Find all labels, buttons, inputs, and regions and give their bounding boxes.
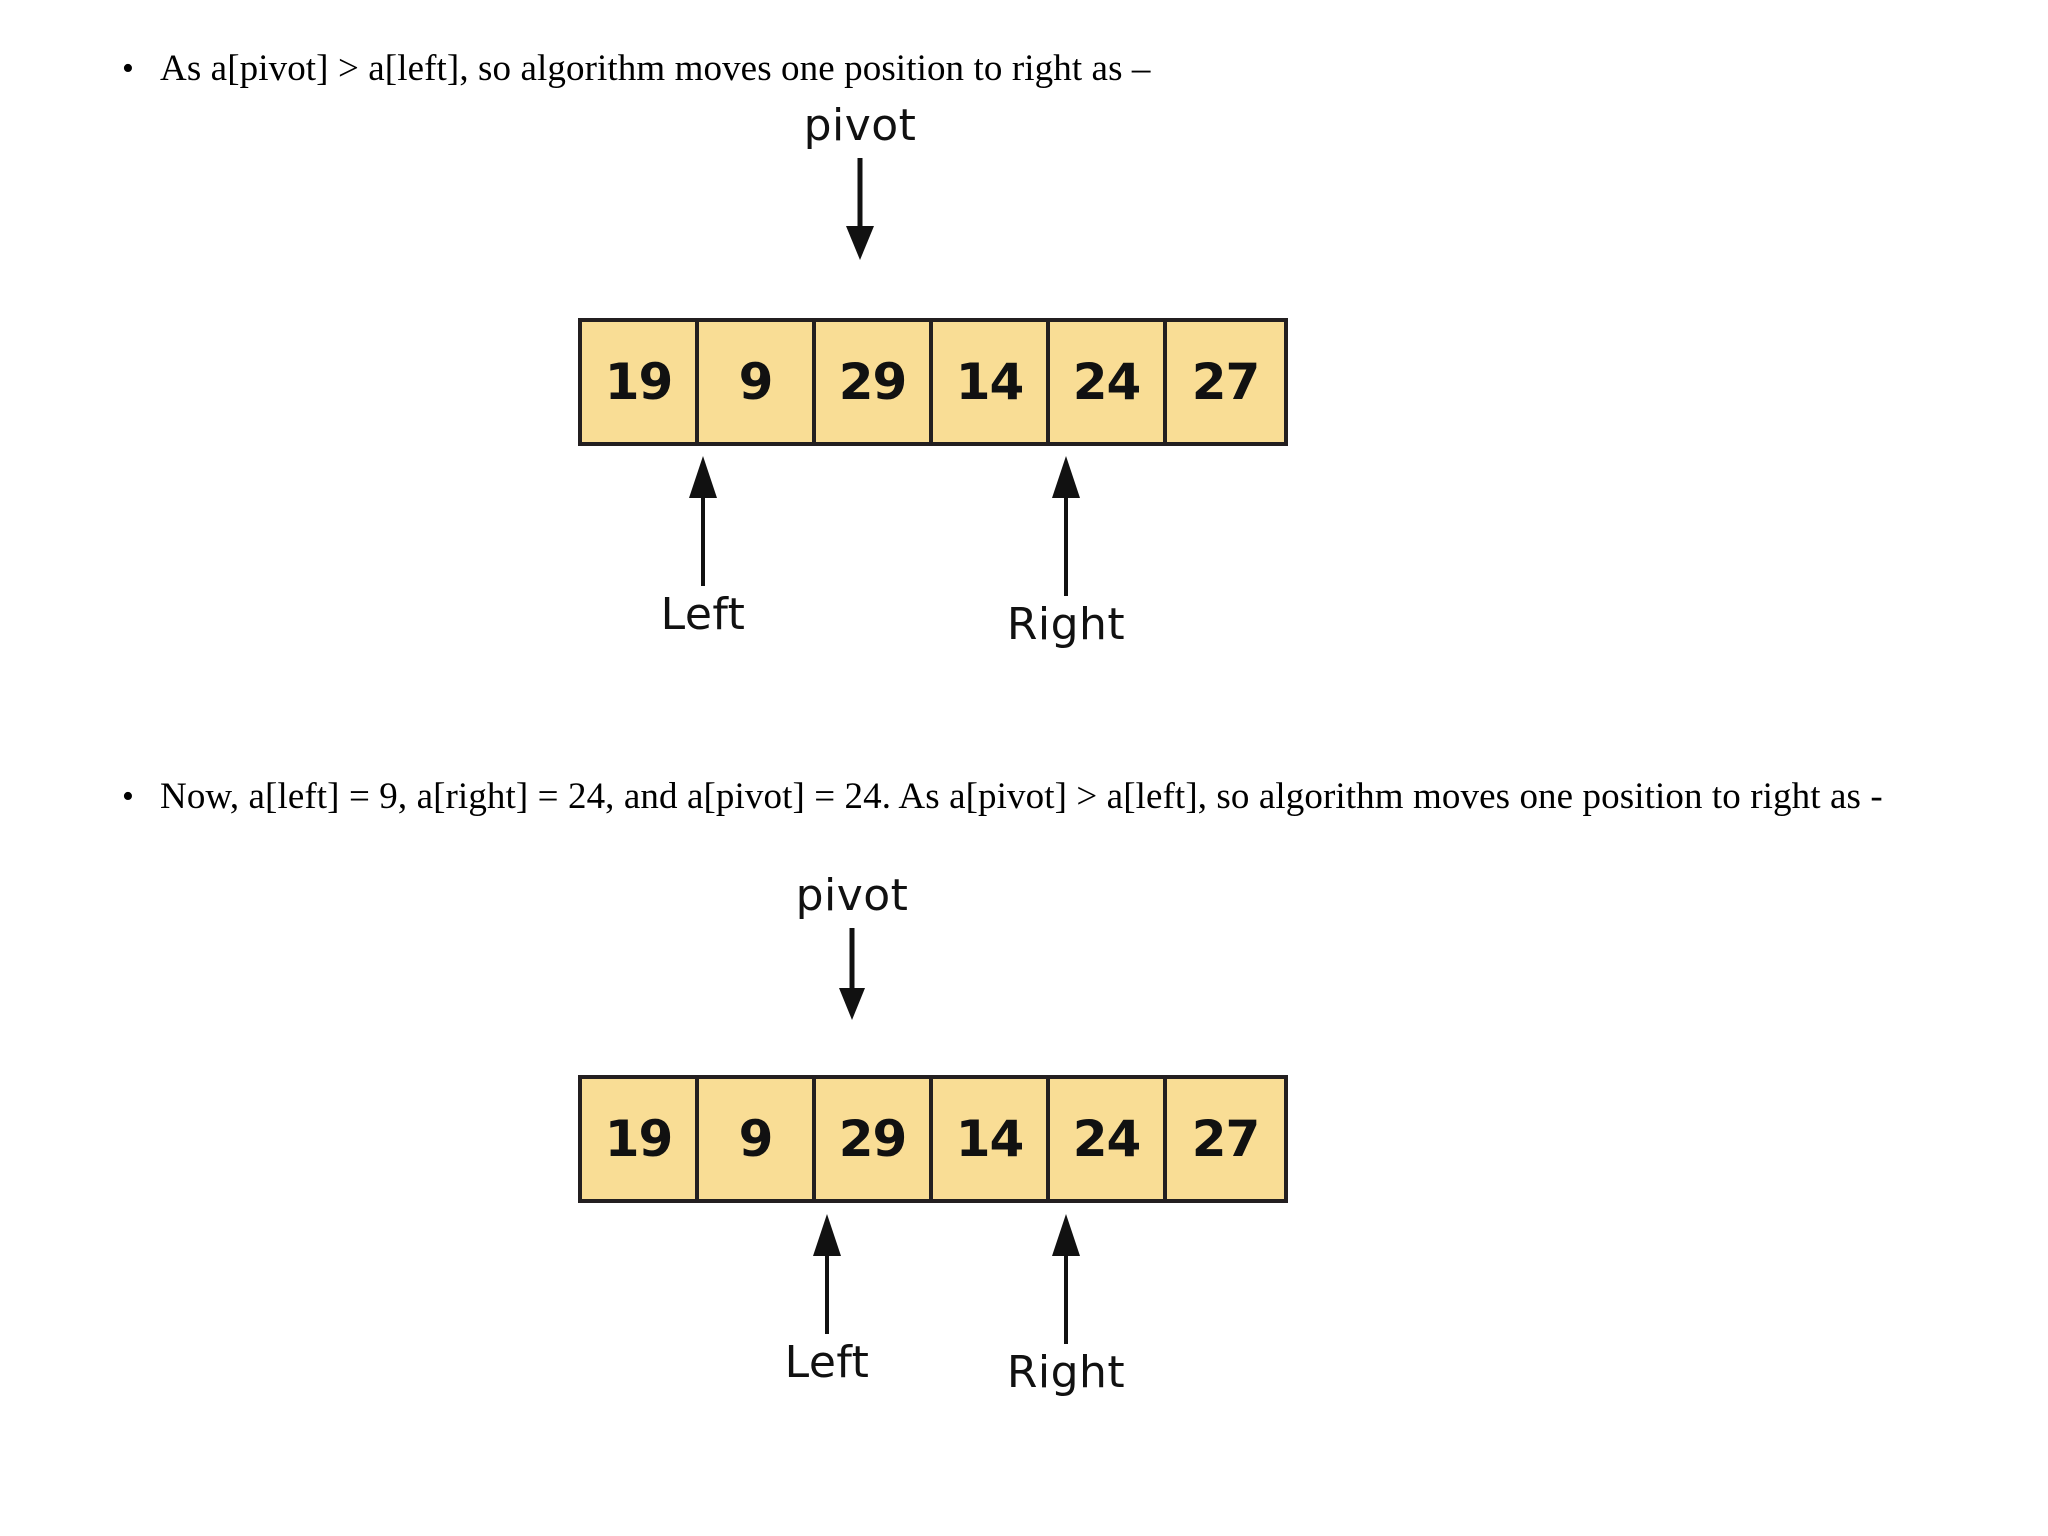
left-pointer-annotation: Left (603, 450, 803, 640)
right-pointer-arrow-up (966, 450, 1166, 600)
array-cell: 14 (933, 322, 1050, 442)
array-cell: 19 (582, 322, 699, 442)
left-pointer-label: Left (660, 589, 746, 640)
array-cell: 24 (1050, 1079, 1167, 1199)
left-pointer-arrow-up (603, 450, 803, 590)
bullet-paragraph-1: • As a[pivot] > a[left], so algorithm mo… (118, 42, 1618, 96)
array-cell: 29 (816, 322, 933, 442)
bullet-marker: • (122, 50, 134, 87)
array-cell: 24 (1050, 322, 1167, 442)
array-diagram-2: pivot 19 9 29 14 24 27 Left (560, 870, 1460, 1430)
array-cell: 9 (699, 322, 816, 442)
right-pointer-label: Right (1006, 599, 1126, 650)
bullet-text: As a[pivot] > a[left], so algorithm move… (160, 48, 1151, 89)
left-pointer-arrow-up (727, 1208, 927, 1338)
pivot-annotation: pivot (732, 870, 972, 1020)
array-cell: 27 (1167, 322, 1284, 442)
right-pointer-annotation: Right (966, 450, 1166, 650)
array-row: 19 9 29 14 24 27 (578, 318, 1288, 446)
pivot-label: pivot (803, 100, 917, 151)
right-pointer-label: Right (1006, 1347, 1126, 1398)
bullet-marker: • (122, 778, 134, 815)
array-row: 19 9 29 14 24 27 (578, 1075, 1288, 1203)
left-pointer-annotation: Left (727, 1208, 927, 1388)
array-cell: 19 (582, 1079, 699, 1199)
right-pointer-arrow-up (966, 1208, 1166, 1348)
array-diagram-1: pivot 19 9 29 14 24 27 Left (560, 100, 1460, 660)
array-cell: 14 (933, 1079, 1050, 1199)
array-cell: 9 (699, 1079, 816, 1199)
left-pointer-label: Left (784, 1337, 870, 1388)
array-cell: 27 (1167, 1079, 1284, 1199)
right-pointer-annotation: Right (966, 1208, 1166, 1398)
pivot-annotation: pivot (740, 100, 980, 260)
bullet-paragraph-2: • Now, a[left] = 9, a[right] = 24, and a… (118, 770, 1948, 824)
pivot-label: pivot (795, 870, 909, 921)
bullet-text: Now, a[left] = 9, a[right] = 24, and a[p… (160, 776, 1883, 817)
array-cell: 29 (816, 1079, 933, 1199)
